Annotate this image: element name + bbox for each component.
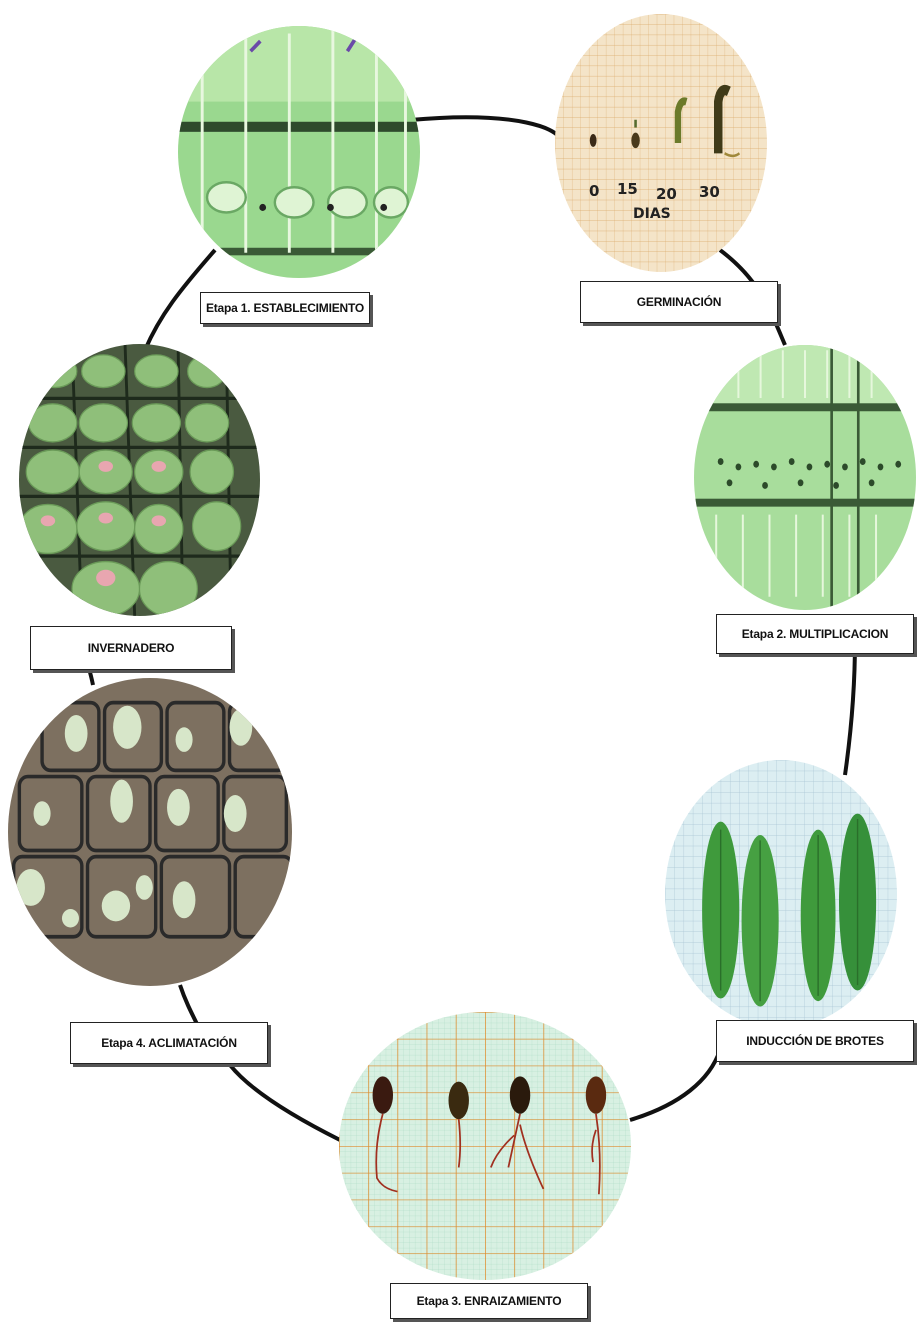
label-induccion: INDUCCIÓN DE BROTES bbox=[716, 1020, 914, 1062]
label-invernadero: INVERNADERO bbox=[30, 626, 232, 670]
label-aclimatacion: Etapa 4. ACLIMATACIÓN bbox=[70, 1022, 268, 1064]
induccion-photo bbox=[665, 760, 897, 1028]
aclimatacion-photo bbox=[8, 678, 292, 986]
multiplicacion-photo bbox=[694, 345, 916, 610]
germinacion-day-30: 30 bbox=[699, 183, 720, 201]
germinacion-day-15: 15 bbox=[617, 180, 638, 198]
germinacion-day-20: 20 bbox=[656, 185, 677, 203]
germinacion-dias: DIAS bbox=[633, 206, 671, 222]
germinacion-day-0: 0 bbox=[589, 182, 599, 200]
establecimiento-photo bbox=[178, 26, 420, 278]
invernadero-photo bbox=[19, 344, 260, 616]
enraizamiento-photo bbox=[339, 1012, 631, 1280]
label-enraizamiento: Etapa 3. ENRAIZAMIENTO bbox=[390, 1283, 588, 1319]
label-multiplicacion: Etapa 2. MULTIPLICACION bbox=[716, 614, 914, 654]
label-germinacion: GERMINACIÓN bbox=[580, 281, 778, 323]
label-establecimiento: Etapa 1. ESTABLECIMIENTO bbox=[200, 292, 370, 324]
germinacion-photo bbox=[555, 14, 767, 272]
